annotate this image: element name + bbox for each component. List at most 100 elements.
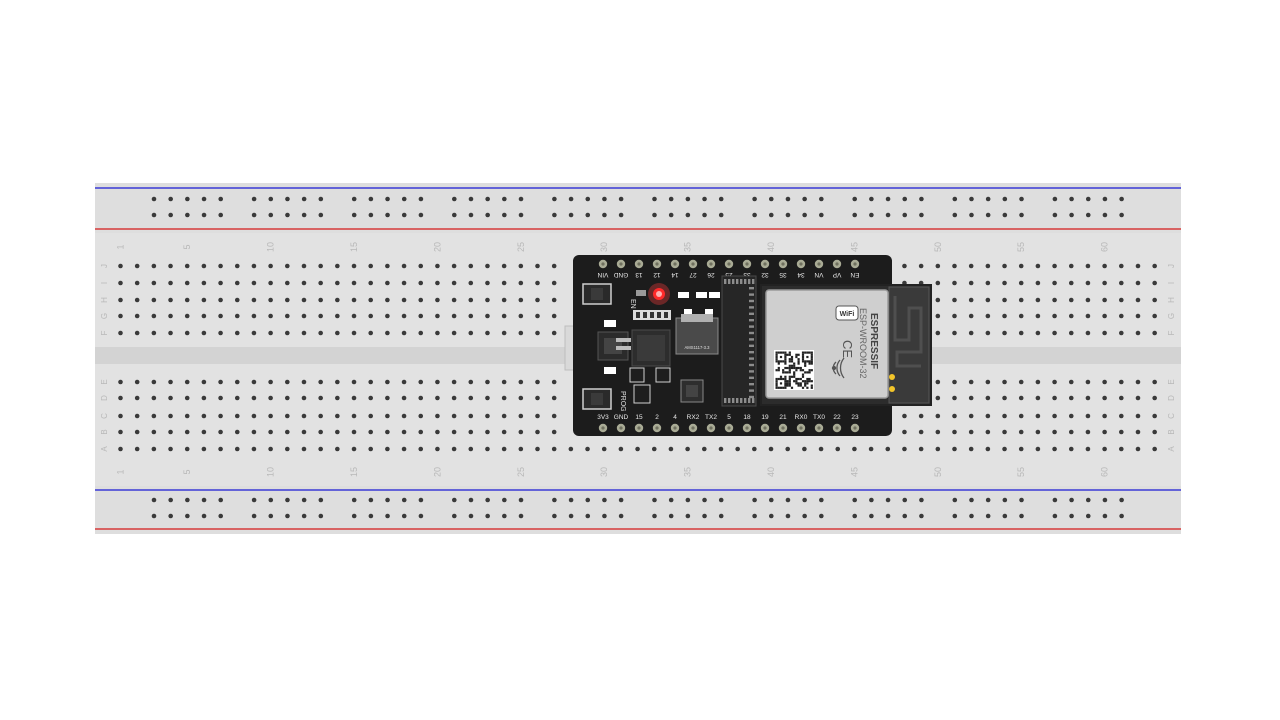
breadboard-hole[interactable]: [1018, 330, 1024, 336]
breadboard-hole[interactable]: [952, 446, 957, 452]
breadboard-hole[interactable]: [1002, 330, 1007, 336]
breadboard-hole[interactable]: [134, 429, 140, 435]
rail-hole[interactable]: [1002, 196, 1008, 202]
breadboard-hole[interactable]: [318, 297, 323, 303]
breadboard-hole[interactable]: [952, 413, 957, 419]
breadboard-hole[interactable]: [818, 446, 824, 452]
rail-hole[interactable]: [785, 212, 791, 218]
breadboard-hole[interactable]: [118, 313, 123, 319]
rail-hole[interactable]: [1052, 212, 1058, 218]
breadboard-hole[interactable]: [635, 446, 640, 452]
breadboard-hole[interactable]: [318, 330, 323, 336]
breadboard-hole[interactable]: [1102, 379, 1107, 385]
rail-hole[interactable]: [618, 212, 624, 218]
rail-hole[interactable]: [768, 513, 774, 519]
rail-hole[interactable]: [885, 513, 891, 519]
rail-hole[interactable]: [985, 196, 991, 202]
rail-hole[interactable]: [168, 212, 173, 218]
rail-hole[interactable]: [1102, 196, 1108, 202]
breadboard-hole[interactable]: [184, 395, 190, 401]
breadboard-hole[interactable]: [935, 413, 941, 419]
breadboard-hole[interactable]: [535, 429, 540, 435]
breadboard-hole[interactable]: [285, 280, 290, 286]
breadboard-hole[interactable]: [168, 413, 173, 419]
rail-hole[interactable]: [351, 212, 357, 218]
breadboard-hole[interactable]: [151, 395, 157, 401]
rail-hole[interactable]: [385, 497, 390, 503]
rail-hole[interactable]: [652, 196, 657, 202]
breadboard-hole[interactable]: [1085, 297, 1091, 303]
rail-hole[interactable]: [1085, 196, 1091, 202]
breadboard-hole[interactable]: [201, 379, 207, 385]
breadboard-hole[interactable]: [485, 280, 490, 286]
breadboard-hole[interactable]: [234, 313, 240, 319]
rail-hole[interactable]: [969, 212, 974, 218]
breadboard-hole[interactable]: [518, 263, 524, 269]
breadboard-hole[interactable]: [985, 313, 991, 319]
breadboard-hole[interactable]: [935, 263, 941, 269]
rail-hole[interactable]: [752, 513, 757, 519]
breadboard-hole[interactable]: [451, 413, 457, 419]
rail-hole[interactable]: [852, 513, 857, 519]
rail-hole[interactable]: [452, 497, 457, 503]
breadboard-hole[interactable]: [968, 395, 974, 401]
breadboard-hole[interactable]: [418, 263, 424, 269]
breadboard-hole[interactable]: [184, 313, 190, 319]
rail-hole[interactable]: [552, 513, 557, 519]
rail-hole[interactable]: [552, 212, 557, 218]
breadboard-hole[interactable]: [435, 297, 440, 303]
breadboard-hole[interactable]: [168, 297, 173, 303]
breadboard-hole[interactable]: [201, 446, 207, 452]
rail-hole[interactable]: [518, 212, 524, 218]
breadboard-hole[interactable]: [985, 413, 991, 419]
breadboard-hole[interactable]: [1068, 313, 1074, 319]
rail-hole[interactable]: [685, 513, 691, 519]
breadboard-hole[interactable]: [401, 379, 407, 385]
breadboard-hole[interactable]: [301, 446, 307, 452]
rail-hole[interactable]: [885, 497, 891, 503]
breadboard-hole[interactable]: [518, 280, 524, 286]
breadboard-hole[interactable]: [418, 413, 424, 419]
breadboard-hole[interactable]: [218, 280, 223, 286]
breadboard-hole[interactable]: [1119, 446, 1124, 452]
rail-hole[interactable]: [318, 212, 324, 218]
rail-hole[interactable]: [351, 497, 357, 503]
breadboard-hole[interactable]: [1018, 379, 1024, 385]
rail-hole[interactable]: [268, 513, 274, 519]
breadboard-hole[interactable]: [1052, 297, 1057, 303]
breadboard-hole[interactable]: [1119, 297, 1124, 303]
rail-hole[interactable]: [201, 196, 207, 202]
rail-hole[interactable]: [218, 212, 224, 218]
breadboard-hole[interactable]: [268, 313, 273, 319]
rail-hole[interactable]: [418, 497, 424, 503]
breadboard-hole[interactable]: [1085, 263, 1091, 269]
breadboard-hole[interactable]: [118, 429, 123, 435]
rail-hole[interactable]: [568, 497, 574, 503]
breadboard-hole[interactable]: [285, 297, 290, 303]
breadboard-hole[interactable]: [501, 379, 507, 385]
breadboard-hole[interactable]: [268, 395, 273, 401]
rail-hole[interactable]: [285, 497, 290, 503]
rail-hole[interactable]: [251, 212, 257, 218]
breadboard-hole[interactable]: [301, 330, 307, 336]
breadboard-hole[interactable]: [351, 313, 357, 319]
rail-hole[interactable]: [385, 513, 390, 519]
rail-hole[interactable]: [318, 497, 324, 503]
rail-hole[interactable]: [568, 212, 574, 218]
breadboard-hole[interactable]: [1035, 313, 1041, 319]
breadboard-hole[interactable]: [234, 413, 240, 419]
breadboard-hole[interactable]: [234, 263, 240, 269]
breadboard-hole[interactable]: [1135, 330, 1141, 336]
breadboard-hole[interactable]: [518, 379, 524, 385]
rail-hole[interactable]: [652, 497, 657, 503]
breadboard-hole[interactable]: [551, 263, 557, 269]
breadboard-hole[interactable]: [1052, 330, 1057, 336]
breadboard-hole[interactable]: [1152, 263, 1157, 269]
breadboard-hole[interactable]: [168, 446, 173, 452]
breadboard-hole[interactable]: [451, 429, 457, 435]
breadboard-hole[interactable]: [1035, 263, 1041, 269]
rail-hole[interactable]: [902, 212, 908, 218]
breadboard-hole[interactable]: [301, 429, 307, 435]
breadboard-hole[interactable]: [468, 280, 474, 286]
breadboard-hole[interactable]: [1135, 395, 1141, 401]
